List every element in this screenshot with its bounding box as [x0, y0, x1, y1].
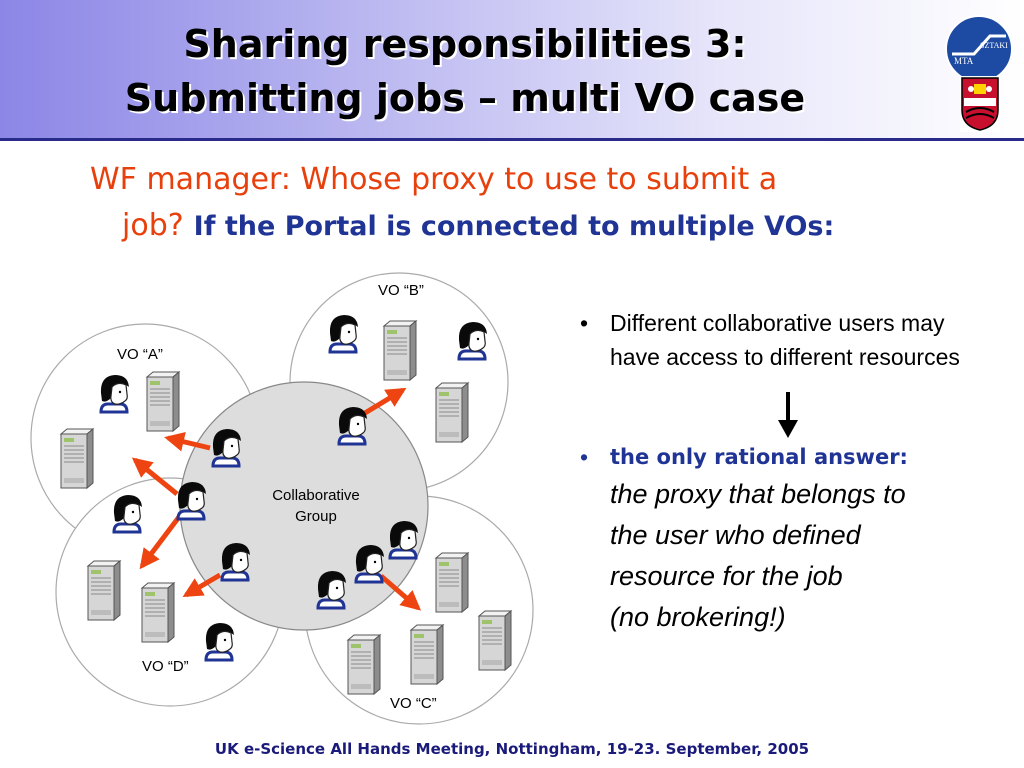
vo-d-label: VO “D”	[142, 658, 189, 675]
group-label-line2: Group	[295, 508, 337, 525]
bullet-item-1: • Different collaborative users may have…	[580, 306, 990, 374]
server-icon	[478, 610, 512, 671]
user-icon	[328, 313, 360, 354]
slide-title-line1: Sharing responsibilities 3:	[183, 22, 747, 66]
vo-a-label: VO “A”	[117, 346, 163, 363]
group-label-line1: Collaborative	[272, 487, 360, 504]
user-icon	[211, 427, 243, 468]
question-highlight: If the Portal is connected to multiple V…	[193, 211, 835, 242]
user-icon	[220, 541, 252, 582]
slide-title-line2: Submitting jobs – multi VO case	[124, 76, 806, 120]
server-icon	[410, 624, 444, 685]
question-line1: WF manager: Whose proxy to use to submit…	[90, 162, 778, 197]
user-icon	[112, 493, 144, 534]
bullet-item-2: • the only rational answer: the proxy th…	[580, 440, 1000, 638]
header-divider	[0, 138, 1024, 141]
user-icon	[337, 405, 369, 446]
bullet-answer-line4: (no brokering!)	[610, 602, 786, 632]
bullet-answer-heading: the only rational answer:	[610, 445, 908, 469]
arrow-group-to-vo-b-server	[363, 387, 407, 416]
server-icon	[435, 382, 469, 443]
server-icon	[60, 428, 94, 489]
bullet-answer-line2: the user who defined	[610, 520, 861, 550]
server-icon	[435, 552, 469, 613]
vo-c-label: VO “C”	[390, 695, 437, 712]
bullet-dot: •	[580, 444, 589, 470]
server-icon	[146, 371, 180, 432]
user-icon	[176, 480, 208, 521]
arrow-group-to-vo-d-lower-server	[182, 572, 222, 598]
bullet-dot: •	[580, 310, 589, 336]
user-icon	[457, 320, 489, 361]
server-icon	[383, 320, 417, 381]
user-icon	[204, 621, 236, 662]
arrow-group-to-vo-c-server	[379, 574, 422, 611]
bullet-answer-line1: the proxy that belongs to	[610, 479, 906, 509]
user-icon	[354, 543, 386, 584]
down-arrow-icon	[778, 392, 798, 438]
question-line2: job? If the Portal is connected to multip…	[122, 208, 834, 243]
server-icon	[141, 582, 175, 643]
footer-conference: UK e-Science All Hands Meeting, Nottingh…	[214, 740, 810, 758]
university-crest-icon	[960, 76, 1000, 132]
sztaki-logo-icon: MTA SZTAKI	[945, 15, 1013, 83]
server-icon	[87, 560, 121, 621]
vo-b-label: VO “B”	[378, 282, 424, 299]
server-icon	[347, 634, 381, 695]
user-icon	[99, 373, 131, 414]
svg-text:MTA: MTA	[954, 56, 974, 66]
arrow-group-to-vo-a-server	[164, 431, 211, 452]
user-icon	[388, 519, 420, 560]
arrow-group-to-vo-d-server	[139, 511, 184, 570]
question-job: job?	[122, 208, 184, 243]
user-icon	[316, 569, 348, 610]
svg-text:SZTAKI: SZTAKI	[980, 41, 1008, 50]
title-banner: Sharing responsibilities 3: Submitting j…	[0, 0, 1024, 138]
collaborative-group-circle	[179, 381, 429, 631]
arrow-group-to-vo-a-lower-server	[131, 457, 179, 496]
bullet-answer-line3: resource for the job	[610, 561, 843, 591]
